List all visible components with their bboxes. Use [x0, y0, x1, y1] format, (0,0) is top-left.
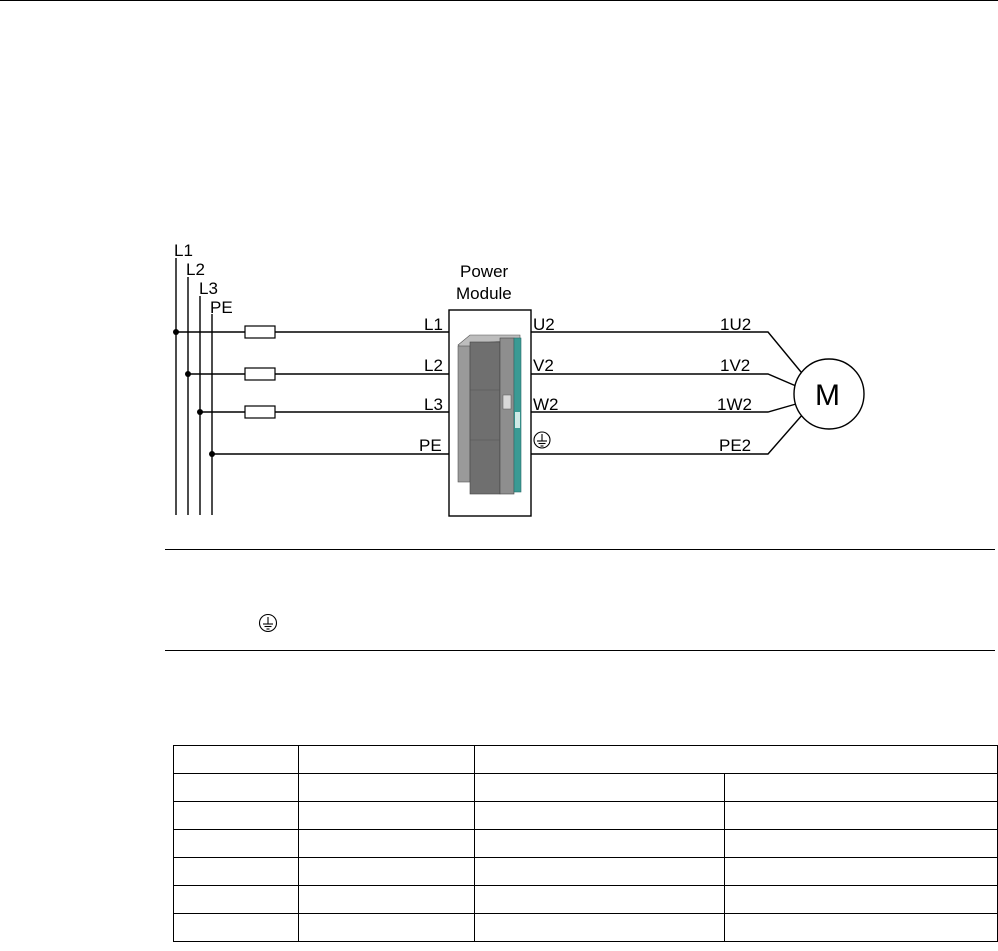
fuse-icon [244, 405, 276, 419]
table-cell [173, 857, 299, 886]
input-terminal-l1: L1 [424, 315, 443, 334]
output-lines [531, 331, 804, 455]
table-cell [173, 885, 299, 914]
table-cell [724, 773, 998, 802]
motor-label: M [815, 379, 840, 412]
input-terminal-l2: L2 [424, 356, 443, 375]
supply-label-l2: L2 [186, 260, 205, 279]
table-cell [474, 857, 725, 886]
table-cell [173, 801, 299, 830]
table-cell [173, 745, 299, 774]
table-cell [474, 829, 725, 858]
table-cell [724, 829, 998, 858]
ground-symbol-icon [258, 613, 278, 633]
input-terminal-l3: L3 [424, 395, 443, 414]
table-cell [298, 773, 475, 802]
table-cell [298, 745, 475, 774]
motor-terminal-1v2: 1V2 [720, 356, 750, 375]
header-rule [0, 0, 998, 1]
table-cell [173, 773, 299, 802]
table-cell [173, 913, 299, 942]
wiring-diagram: L1 L2 L3 PE Power Module [173, 241, 865, 517]
output-terminal-u2: U2 [533, 315, 555, 334]
fuse-icon [244, 325, 276, 339]
motor-terminal-pe2: PE2 [719, 436, 751, 455]
table-cell [298, 885, 475, 914]
motor-terminal-1u2: 1U2 [720, 315, 751, 334]
note-bottom-rule [165, 650, 995, 651]
table-cell [474, 745, 998, 774]
table-cell [474, 913, 725, 942]
fuse-icon [244, 367, 276, 381]
table-cell [724, 801, 998, 830]
table-row [173, 885, 998, 914]
output-terminal-v2: V2 [533, 356, 554, 375]
spec-table [173, 745, 998, 942]
table-header-row [173, 745, 998, 774]
table-row [173, 829, 998, 858]
module-title-line1: Power [460, 262, 509, 281]
junction-dots [173, 329, 215, 457]
motor-terminal-1w2: 1W2 [717, 395, 752, 414]
supply-label-pe: PE [210, 298, 233, 317]
table-cell [724, 857, 998, 886]
input-terminal-pe: PE [419, 436, 442, 455]
table-cell [298, 829, 475, 858]
table-cell [724, 913, 998, 942]
table-cell [474, 885, 725, 914]
table-row [173, 801, 998, 830]
table-row [173, 773, 998, 802]
table-cell [298, 913, 475, 942]
table-cell [298, 857, 475, 886]
motor-circle [793, 358, 865, 430]
feed-lines [176, 331, 449, 455]
module-title-line2: Module [456, 284, 512, 303]
table-row [173, 913, 998, 942]
table-cell [298, 801, 475, 830]
supply-label-l3: L3 [199, 279, 218, 298]
ground-symbol-icon [533, 431, 551, 449]
table-cell [173, 829, 299, 858]
table-cell [474, 801, 725, 830]
table-cell [474, 773, 725, 802]
supply-label-l1: L1 [174, 241, 193, 260]
table-row [173, 857, 998, 886]
output-terminal-w2: W2 [533, 395, 559, 414]
note-top-rule [165, 549, 995, 550]
power-module-device-icon [457, 334, 522, 495]
power-module-box [448, 309, 532, 517]
table-cell [724, 885, 998, 914]
